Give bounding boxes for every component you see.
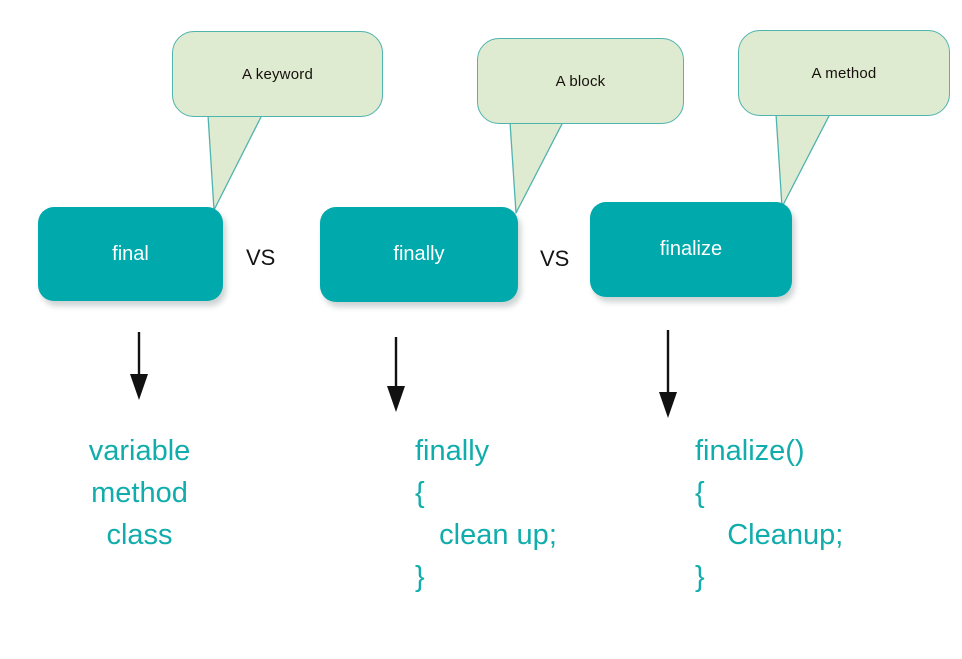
callout-tail-keyword [207,114,263,211]
detail-line: class [106,519,173,551]
details-finalize: finalize() { Cleanup;} [695,430,925,598]
arrow-head-icon [387,386,405,412]
details-final: variable method class [62,430,217,556]
concept-label: finalize [659,238,723,260]
concept-box-final[interactable]: final [38,207,223,301]
detail-line: method [91,477,188,509]
detail-line: finally [415,435,490,467]
detail-line: { [415,477,425,509]
detail-line: } [695,561,705,593]
details-finally: finally { clean up;} [415,430,625,598]
vs-separator-1: VS [246,245,276,270]
callout-label: A method [811,64,877,82]
callout-label: A block [555,72,606,90]
detail-line: } [415,561,425,593]
detail-line: finalize() [695,435,805,467]
detail-line: variable [88,435,191,467]
detail-line: clean up; [415,519,557,551]
detail-line: Cleanup; [695,519,844,551]
callout-tail-block [509,121,564,214]
concept-box-finally[interactable]: finally [320,207,518,302]
callout-tail-method [775,113,831,208]
concept-box-finalize[interactable]: finalize [590,202,792,297]
arrow-final [130,332,148,400]
concept-label: final [112,242,149,265]
vs-separator-2: VS [540,246,570,271]
arrow-finally [387,337,405,412]
arrow-head-icon [130,374,148,400]
detail-line: { [695,477,705,509]
concept-label: finally [393,243,445,265]
callout-bubble-method[interactable]: A method [738,30,950,116]
callout-bubble-block[interactable]: A block [477,38,684,124]
arrow-finalize [659,330,677,418]
arrow-head-icon [659,392,677,418]
callout-label: A keyword [242,65,313,83]
callout-bubble-keyword[interactable]: A keyword [172,31,383,117]
